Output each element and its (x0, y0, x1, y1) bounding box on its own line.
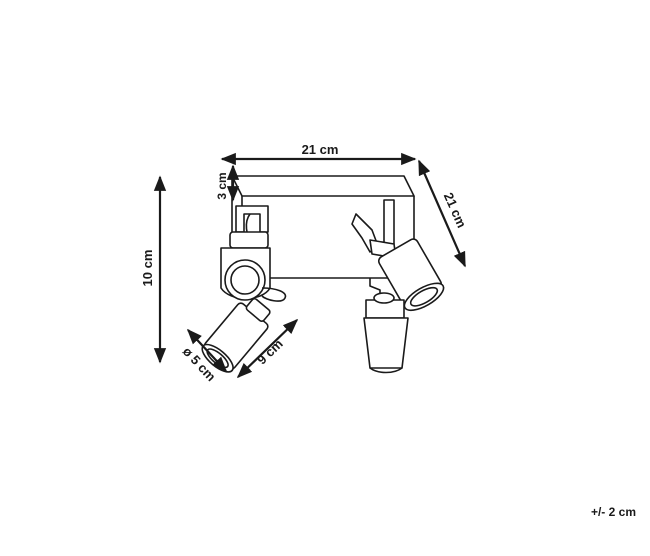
spot-diameter-dimension-line (186, 328, 228, 373)
height-label: 10 cm (140, 250, 155, 287)
width-label: 21 cm (302, 142, 339, 157)
spot-length-dimension-line (236, 318, 299, 379)
tolerance-note: +/- 2 cm (591, 505, 636, 519)
depth-dimension-line (417, 159, 467, 268)
spotlight-bottom-center (363, 278, 409, 374)
plate-thickness-label: 3 cm (215, 172, 229, 199)
spotlight-upper-left (220, 205, 287, 302)
spot-length-label: 9 cm (254, 336, 286, 367)
spotlight-right (351, 199, 445, 312)
depth-label: 21 cm (441, 190, 470, 230)
